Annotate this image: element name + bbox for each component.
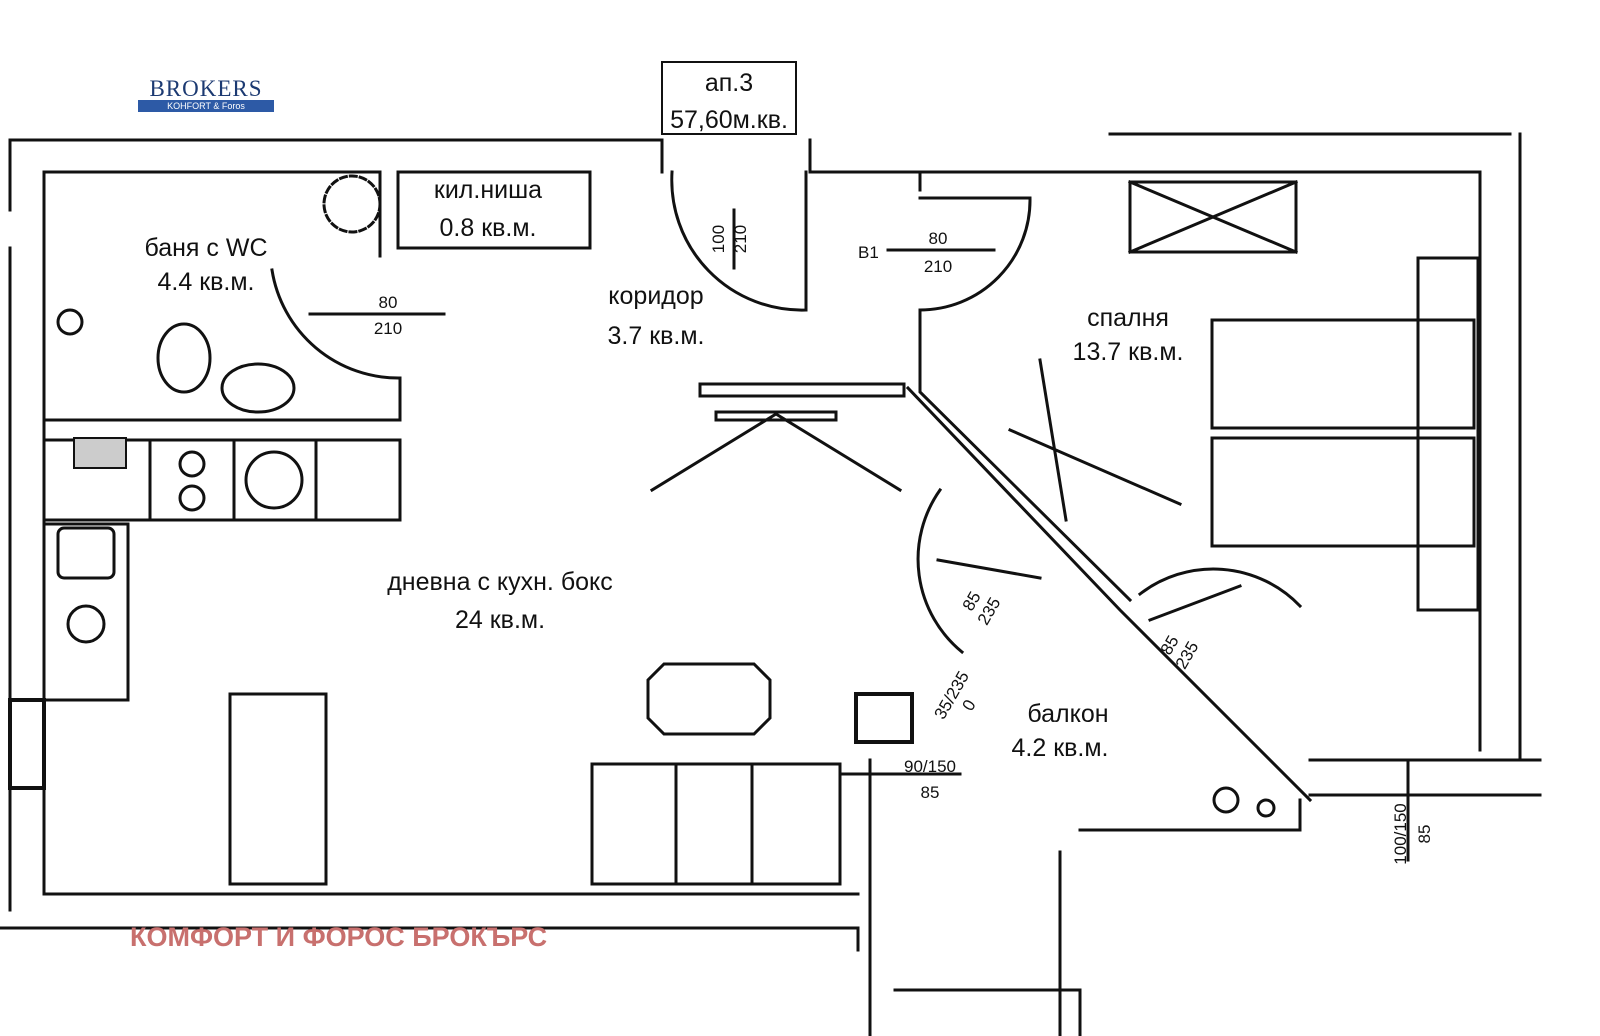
inner-wall-left-bottom [42,170,860,896]
bedroom-door-height: 210 [924,257,952,276]
bedroom-area: 13.7 кв.м. [1073,338,1184,366]
balcony-bottom-walls [868,758,1082,1036]
headboard [1416,256,1480,612]
dim-line-85-235-a [936,558,1042,580]
living-window-dim: 90/150 [904,757,956,776]
bed [1210,318,1476,548]
balcony-door-swing-2 [1137,567,1303,609]
corridor-wall [918,308,1133,603]
window-lines-right [1308,758,1542,797]
corridor-area: 3.7 кв.м. [608,322,705,350]
bedroom-door-tag: B1 [858,243,879,262]
kitchen-unit-left [42,522,130,702]
diagonal-wall [905,385,1313,803]
entrance-door-swing [670,170,808,312]
logo-wordmark: BROKERS [149,76,263,101]
balcony-window-sill: 85 [1415,825,1434,844]
small-window-sill: 0 [958,696,979,714]
tv-unit [698,382,906,422]
bathroom-name: баня с WC [144,234,267,262]
washer-icon [244,450,304,510]
closet-box [396,170,592,250]
pillar-balcony [854,692,914,744]
pipe-icon [1256,798,1276,818]
entrance-door-width: 100 [709,225,728,253]
drain-icon [1212,786,1240,814]
sink-icon [220,362,296,414]
bedroom-name: спалня [1087,304,1169,332]
bathroom-door-swing [270,268,402,380]
watermark-text: КОМФОРТ И ФОРОС БРОКЪРС [130,922,548,952]
apartment-name: ап.3 [705,69,753,97]
apartment-area: 57,60м.кв. [670,106,788,134]
bathroom-door-height: 210 [374,319,402,338]
brokers-logo: BROKERS KOHFORT & Foros [138,76,274,114]
bathroom-wall-top [42,170,382,258]
stove-icon [66,604,106,644]
balcony-window-dim: 100/150 [1391,803,1410,864]
living-name: дневна с кухн. бокс [387,568,613,596]
boiler-icon [322,174,382,234]
bathroom-wall-bottom [42,376,402,422]
balcony-door-swing-1 [916,487,965,655]
toilet-icon [156,322,212,394]
closet-area: 0.8 кв.м. [440,214,537,242]
hob-ring-icon [178,450,206,478]
small-window-dim: 35/235 [931,668,973,723]
bedroom-lines [1008,358,1182,522]
closet-name: кил.ниша [434,176,542,204]
kitchen-sink-icon [56,526,116,580]
balcony-edge [1058,798,1302,1036]
wall-entrance-right [808,138,922,192]
living-area: 24 кв.м. [455,606,545,634]
wardrobe [1128,180,1298,254]
coffee-table [646,662,772,736]
bedroom-door-swing [918,196,1032,312]
sofa [590,762,842,886]
corridor-name: коридор [608,282,703,310]
apartment-label-box [661,61,797,135]
hob-ring-icon [178,484,206,512]
bathroom-area: 4.4 кв.м. [158,268,255,296]
dim-line-85-235-b [1148,584,1242,622]
kitchen-counter [42,438,402,522]
living-window-sill: 85 [921,783,940,802]
sofa-cushions [674,762,754,886]
bathroom-door-width: 80 [379,293,398,312]
outer-wall-top-left [8,138,664,174]
pillar-left [8,698,46,790]
counter-dividers [148,438,318,522]
drain-icon [56,308,84,336]
balcony-name: балкон [1027,700,1108,728]
bedroom-walls [918,170,1482,752]
electric-panel [73,437,127,469]
logo-subtitle: KOHFORT & Foros [138,100,274,112]
dining-table [228,692,328,886]
entrance-door-height: 210 [731,225,750,253]
tv-view-lines [649,412,903,493]
bedroom-door-width: 80 [929,229,948,248]
balcony-area: 4.2 кв.м. [1012,734,1109,762]
bottom-wall-left [0,926,860,952]
